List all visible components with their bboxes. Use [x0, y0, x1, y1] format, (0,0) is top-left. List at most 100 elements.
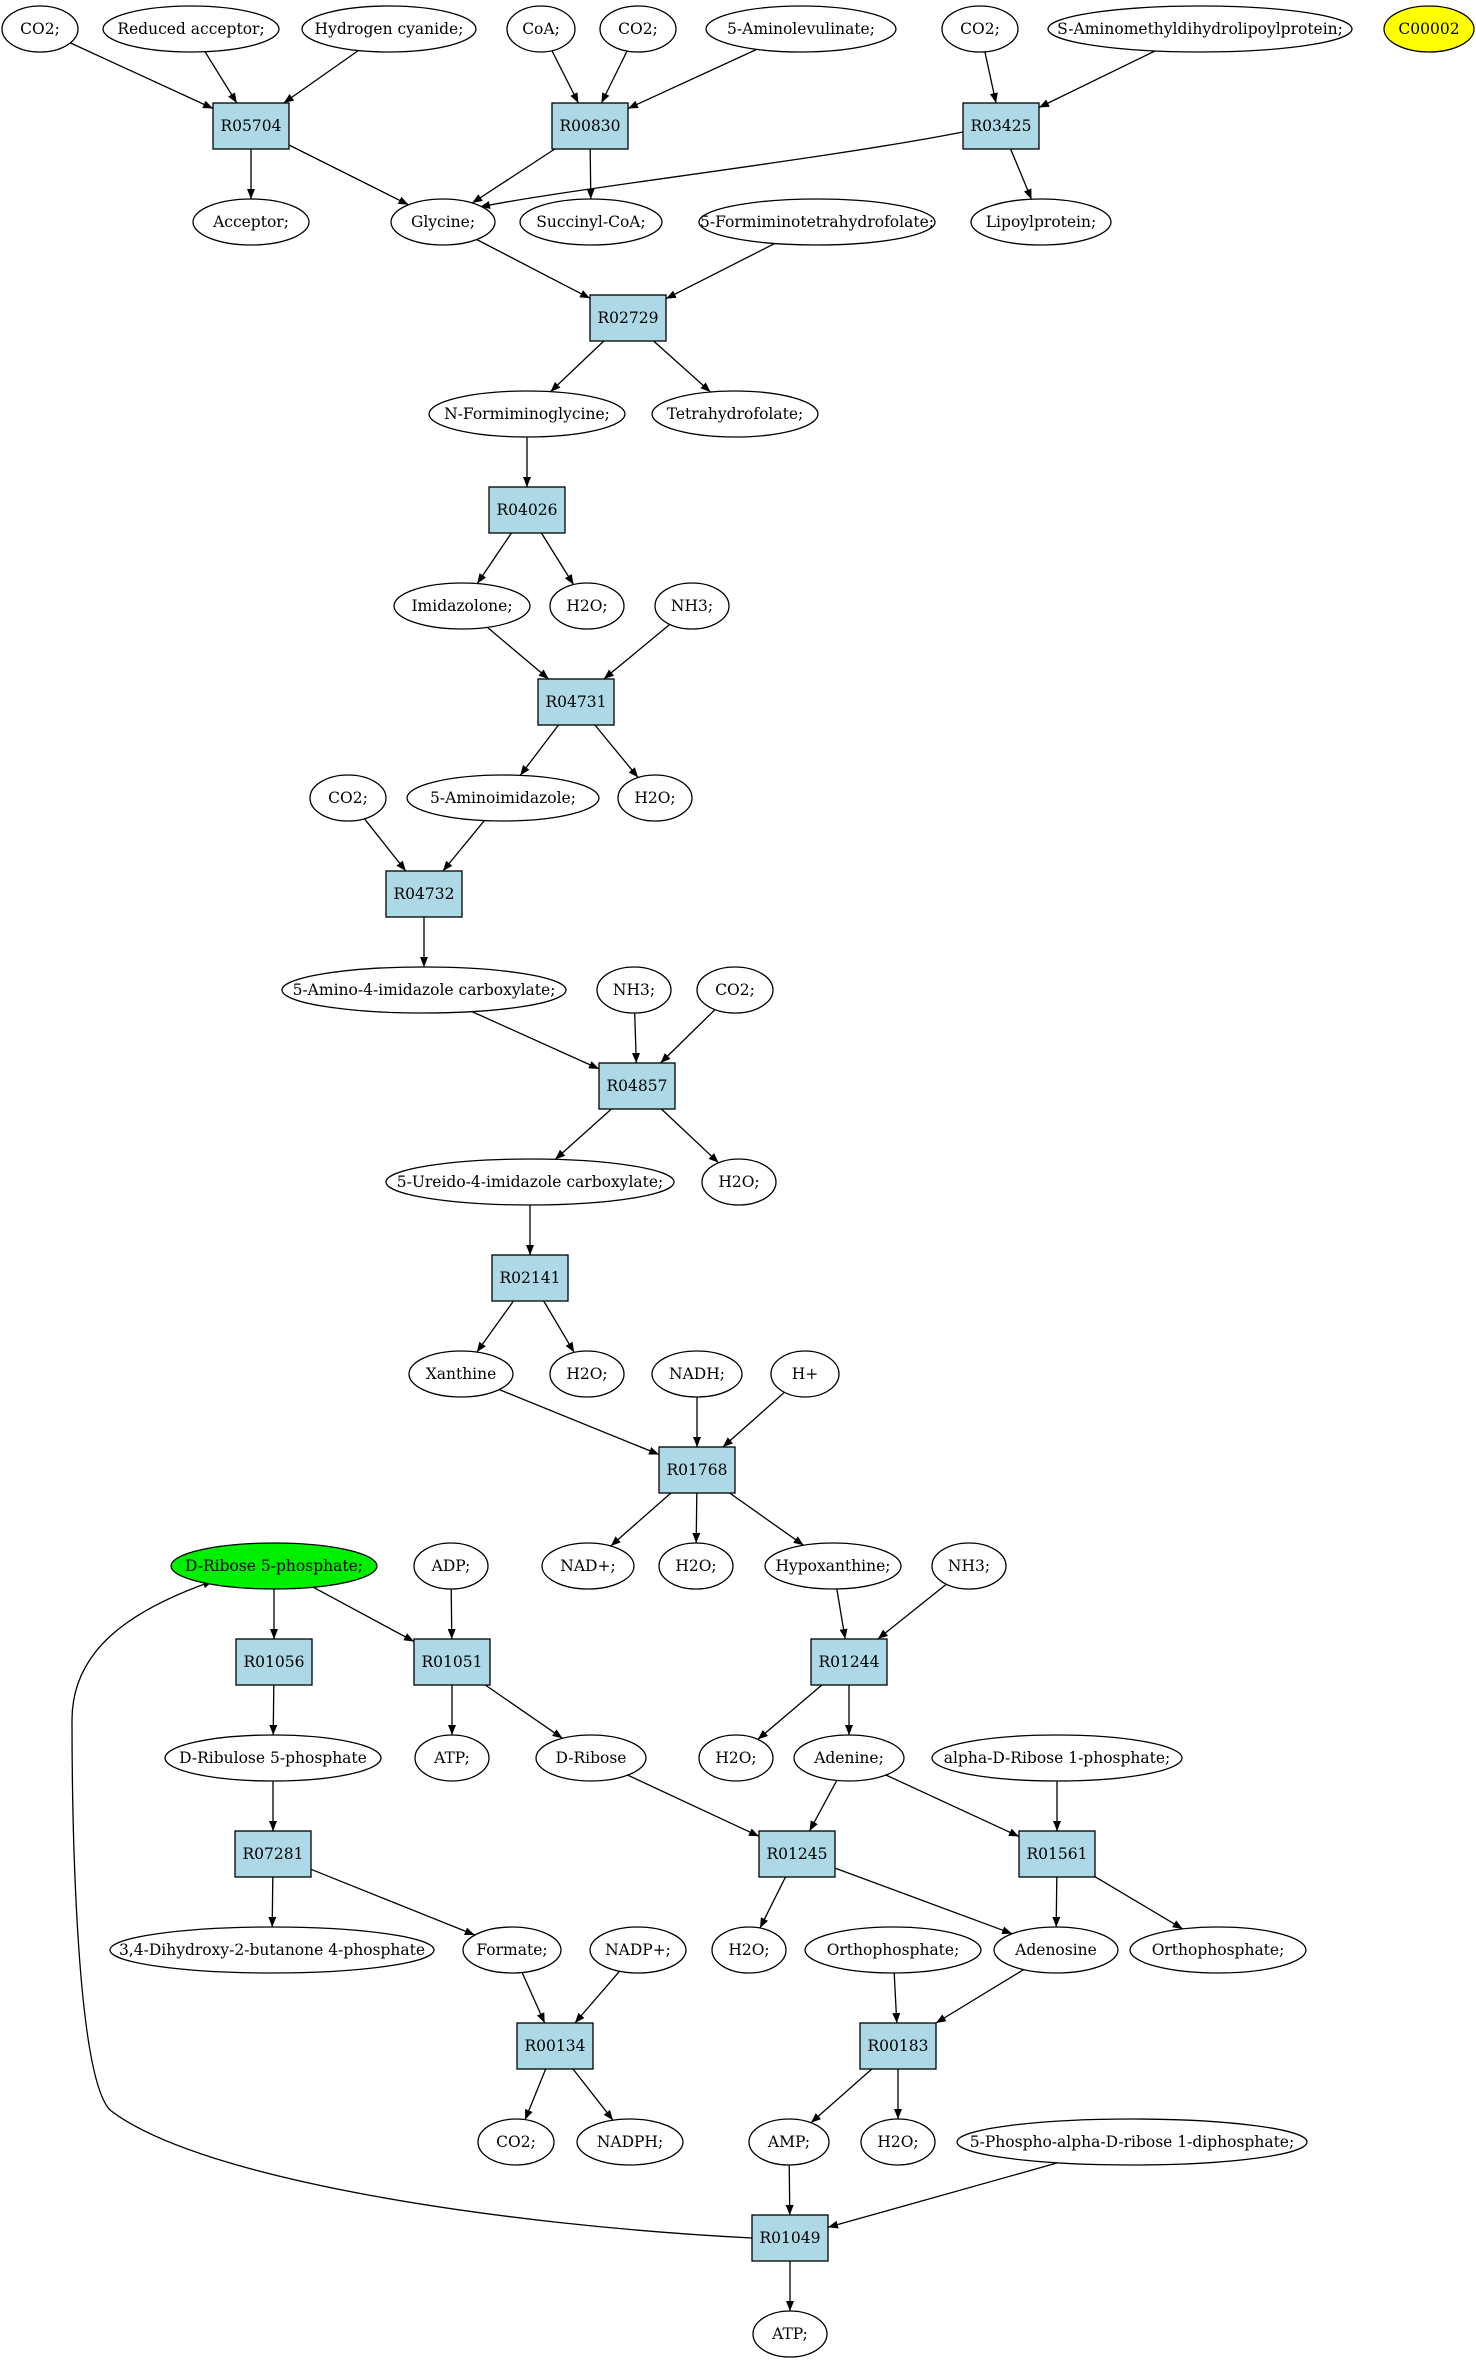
- reaction-box: [810, 1638, 888, 1686]
- compound-node-h2o-e[interactable]: H2O;: [658, 1542, 734, 1590]
- compound-node-d-ribose[interactable]: D-Ribose: [535, 1734, 647, 1782]
- reaction-node-r01561[interactable]: R01561: [1018, 1830, 1096, 1878]
- compound-node-nadp-plus[interactable]: NADP+;: [589, 1926, 687, 1974]
- reaction-box: [516, 2022, 594, 2070]
- compound-node-h2o-c[interactable]: H2O;: [701, 1158, 777, 1206]
- compound-node-nh3-b[interactable]: NH3;: [596, 966, 672, 1014]
- compound-node-h2o-h[interactable]: H2O;: [860, 2118, 936, 2166]
- compound-node-formate[interactable]: Formate;: [462, 1926, 562, 1974]
- compound-node-imidazolone[interactable]: Imidazolone;: [393, 582, 531, 630]
- compound-node-succinyl-coa[interactable]: Succinyl-CoA;: [519, 198, 663, 246]
- compound-node-nadh[interactable]: NADH;: [651, 1350, 743, 1398]
- reaction-node-r01049[interactable]: R01049: [751, 2214, 829, 2262]
- reaction-node-r00134[interactable]: R00134: [516, 2022, 594, 2070]
- compound-node-h2o-f[interactable]: H2O;: [698, 1734, 774, 1782]
- reaction-node-r04732[interactable]: R04732: [385, 870, 463, 918]
- compound-node-formiminothf[interactable]: 5-Formiminotetrahydrofolate;: [698, 198, 936, 246]
- compound-node-ureido-imidazole-carboxylate[interactable]: 5-Ureido-4-imidazole carboxylate;: [385, 1158, 675, 1206]
- compound-node-xanthine[interactable]: Xanthine: [408, 1350, 514, 1398]
- compound-node-glycine[interactable]: Glycine;: [390, 198, 496, 246]
- compound-node-n-formiminoglycine[interactable]: N-Formiminoglycine;: [428, 390, 626, 438]
- reaction-node-r04857[interactable]: R04857: [598, 1062, 676, 1110]
- compound-node-acceptor[interactable]: Acceptor;: [192, 198, 310, 246]
- compound-node-h2o-g[interactable]: H2O;: [711, 1926, 787, 1974]
- compound-node-d-ribulose-5p[interactable]: D-Ribulose 5-phosphate: [164, 1734, 382, 1782]
- edge-R04026-to-imidazolone: [476, 532, 512, 584]
- reaction-node-r05704[interactable]: R05704: [212, 102, 290, 150]
- compound-node-h-plus[interactable]: H+: [770, 1350, 840, 1398]
- compound-label: NH3;: [671, 597, 713, 615]
- reaction-node-r01051[interactable]: R01051: [413, 1638, 491, 1686]
- edge-R01245-to-adenosine: [834, 1867, 1013, 1935]
- reaction-node-r01768[interactable]: R01768: [658, 1446, 736, 1494]
- compound-node-nh3-a[interactable]: NH3;: [654, 582, 730, 630]
- compound-node-c00002[interactable]: C00002: [1383, 5, 1475, 53]
- compound-label: D-Ribose 5-phosphate;: [185, 1557, 363, 1575]
- compound-node-h2o-b[interactable]: H2O;: [617, 774, 693, 822]
- compound-label: Hydrogen cyanide;: [315, 20, 464, 38]
- reaction-node-r01245[interactable]: R01245: [758, 1830, 836, 1878]
- reaction-node-r02141[interactable]: R02141: [491, 1254, 569, 1302]
- compound-node-co2-e[interactable]: CO2;: [696, 966, 774, 1014]
- reaction-box: [413, 1638, 491, 1686]
- compound-node-reduced-acceptor[interactable]: Reduced acceptor;: [102, 5, 280, 53]
- compound-node-nh3-c[interactable]: NH3;: [931, 1542, 1007, 1590]
- edge-nh3_a-to-R04731: [603, 623, 671, 680]
- compound-label: Reduced acceptor;: [117, 20, 264, 38]
- compound-node-co2-b[interactable]: CO2;: [599, 5, 677, 53]
- compound-node-lipoylprotein[interactable]: Lipoylprotein;: [970, 198, 1112, 246]
- edge-R07281-to-dihydroxy_butanone_4p: [268, 1876, 277, 1928]
- compound-node-h2o-a[interactable]: H2O;: [549, 582, 625, 630]
- compound-label: H2O;: [715, 1749, 756, 1767]
- compound-node-orthophosphate-b[interactable]: Orthophosphate;: [1129, 1926, 1307, 1974]
- reaction-box: [751, 2214, 829, 2262]
- reaction-label: R02141: [500, 1269, 561, 1287]
- compound-node-aminolevulinate[interactable]: 5-Aminolevulinate;: [705, 5, 897, 53]
- edge-R01561-to-adenosine: [1052, 1876, 1061, 1928]
- compound-node-aminoimidazole[interactable]: 5-Aminoimidazole;: [406, 774, 600, 822]
- reaction-box: [234, 1830, 312, 1878]
- compound-label: Adenine;: [813, 1749, 884, 1767]
- compound-ellipse: [931, 1734, 1183, 1782]
- compound-node-atp-b[interactable]: ATP;: [752, 2310, 828, 2358]
- compound-node-nad-plus[interactable]: NAD+;: [541, 1542, 635, 1590]
- compound-node-co2-c[interactable]: CO2;: [941, 5, 1019, 53]
- compound-label: H2O;: [566, 597, 607, 615]
- reaction-node-r03425[interactable]: R03425: [962, 102, 1040, 150]
- compound-node-hydrogen-cyanide[interactable]: Hydrogen cyanide;: [301, 5, 477, 53]
- compound-node-atp-a[interactable]: ATP;: [414, 1734, 490, 1782]
- edge-prpp-to-R01049: [827, 2162, 1058, 2229]
- reaction-node-r02729[interactable]: R02729: [589, 294, 667, 342]
- compound-node-nadph[interactable]: NADPH;: [576, 2118, 684, 2166]
- compound-ellipse: [1047, 5, 1353, 53]
- reaction-node-r01244[interactable]: R01244: [810, 1638, 888, 1686]
- reaction-node-r04731[interactable]: R04731: [537, 678, 615, 726]
- reaction-node-r01056[interactable]: R01056: [235, 1638, 313, 1686]
- compound-node-co2-a[interactable]: CO2;: [1, 5, 79, 53]
- compound-node-dihydroxy-butanone-4p[interactable]: 3,4-Dihydroxy-2-butanone 4-phosphate: [109, 1926, 435, 1974]
- compound-node-d-ribose-5p[interactable]: D-Ribose 5-phosphate;: [170, 1542, 378, 1590]
- reaction-node-r00183[interactable]: R00183: [859, 2022, 937, 2070]
- compound-node-amino-imidazole-carboxylate[interactable]: 5-Amino-4-imidazole carboxylate;: [281, 966, 567, 1014]
- compound-node-orthophosphate-a[interactable]: Orthophosphate;: [804, 1926, 982, 1974]
- reaction-node-r04026[interactable]: R04026: [488, 486, 566, 534]
- compound-node-co2-f[interactable]: CO2;: [477, 2118, 555, 2166]
- compound-node-adenosine[interactable]: Adenosine: [993, 1926, 1119, 1974]
- compound-node-s-aminomethyl[interactable]: S-Aminomethyldihydrolipoylprotein;: [1047, 5, 1353, 53]
- reaction-node-r00830[interactable]: R00830: [551, 102, 629, 150]
- compound-node-h2o-d[interactable]: H2O;: [549, 1350, 625, 1398]
- compound-node-thf[interactable]: Tetrahydrofolate;: [651, 390, 819, 438]
- compound-node-adp[interactable]: ADP;: [413, 1542, 489, 1590]
- reaction-box: [488, 486, 566, 534]
- compound-node-prpp[interactable]: 5-Phospho-alpha-D-ribose 1-diphosphate;: [956, 2118, 1308, 2166]
- compound-node-hypoxanthine[interactable]: Hypoxanthine;: [764, 1542, 902, 1590]
- compound-ellipse: [462, 1926, 562, 1974]
- compound-node-alpha-d-ribose-1p[interactable]: alpha-D-Ribose 1-phosphate;: [931, 1734, 1183, 1782]
- compound-label: H2O;: [728, 1941, 769, 1959]
- reaction-node-r07281[interactable]: R07281: [234, 1830, 312, 1878]
- edge-R04026-to-h2o_a: [540, 532, 575, 585]
- compound-node-amp[interactable]: AMP;: [748, 2118, 830, 2166]
- compound-node-adenine[interactable]: Adenine;: [793, 1734, 905, 1782]
- compound-node-co2-d[interactable]: CO2;: [309, 774, 387, 822]
- compound-node-coa[interactable]: CoA;: [506, 5, 576, 53]
